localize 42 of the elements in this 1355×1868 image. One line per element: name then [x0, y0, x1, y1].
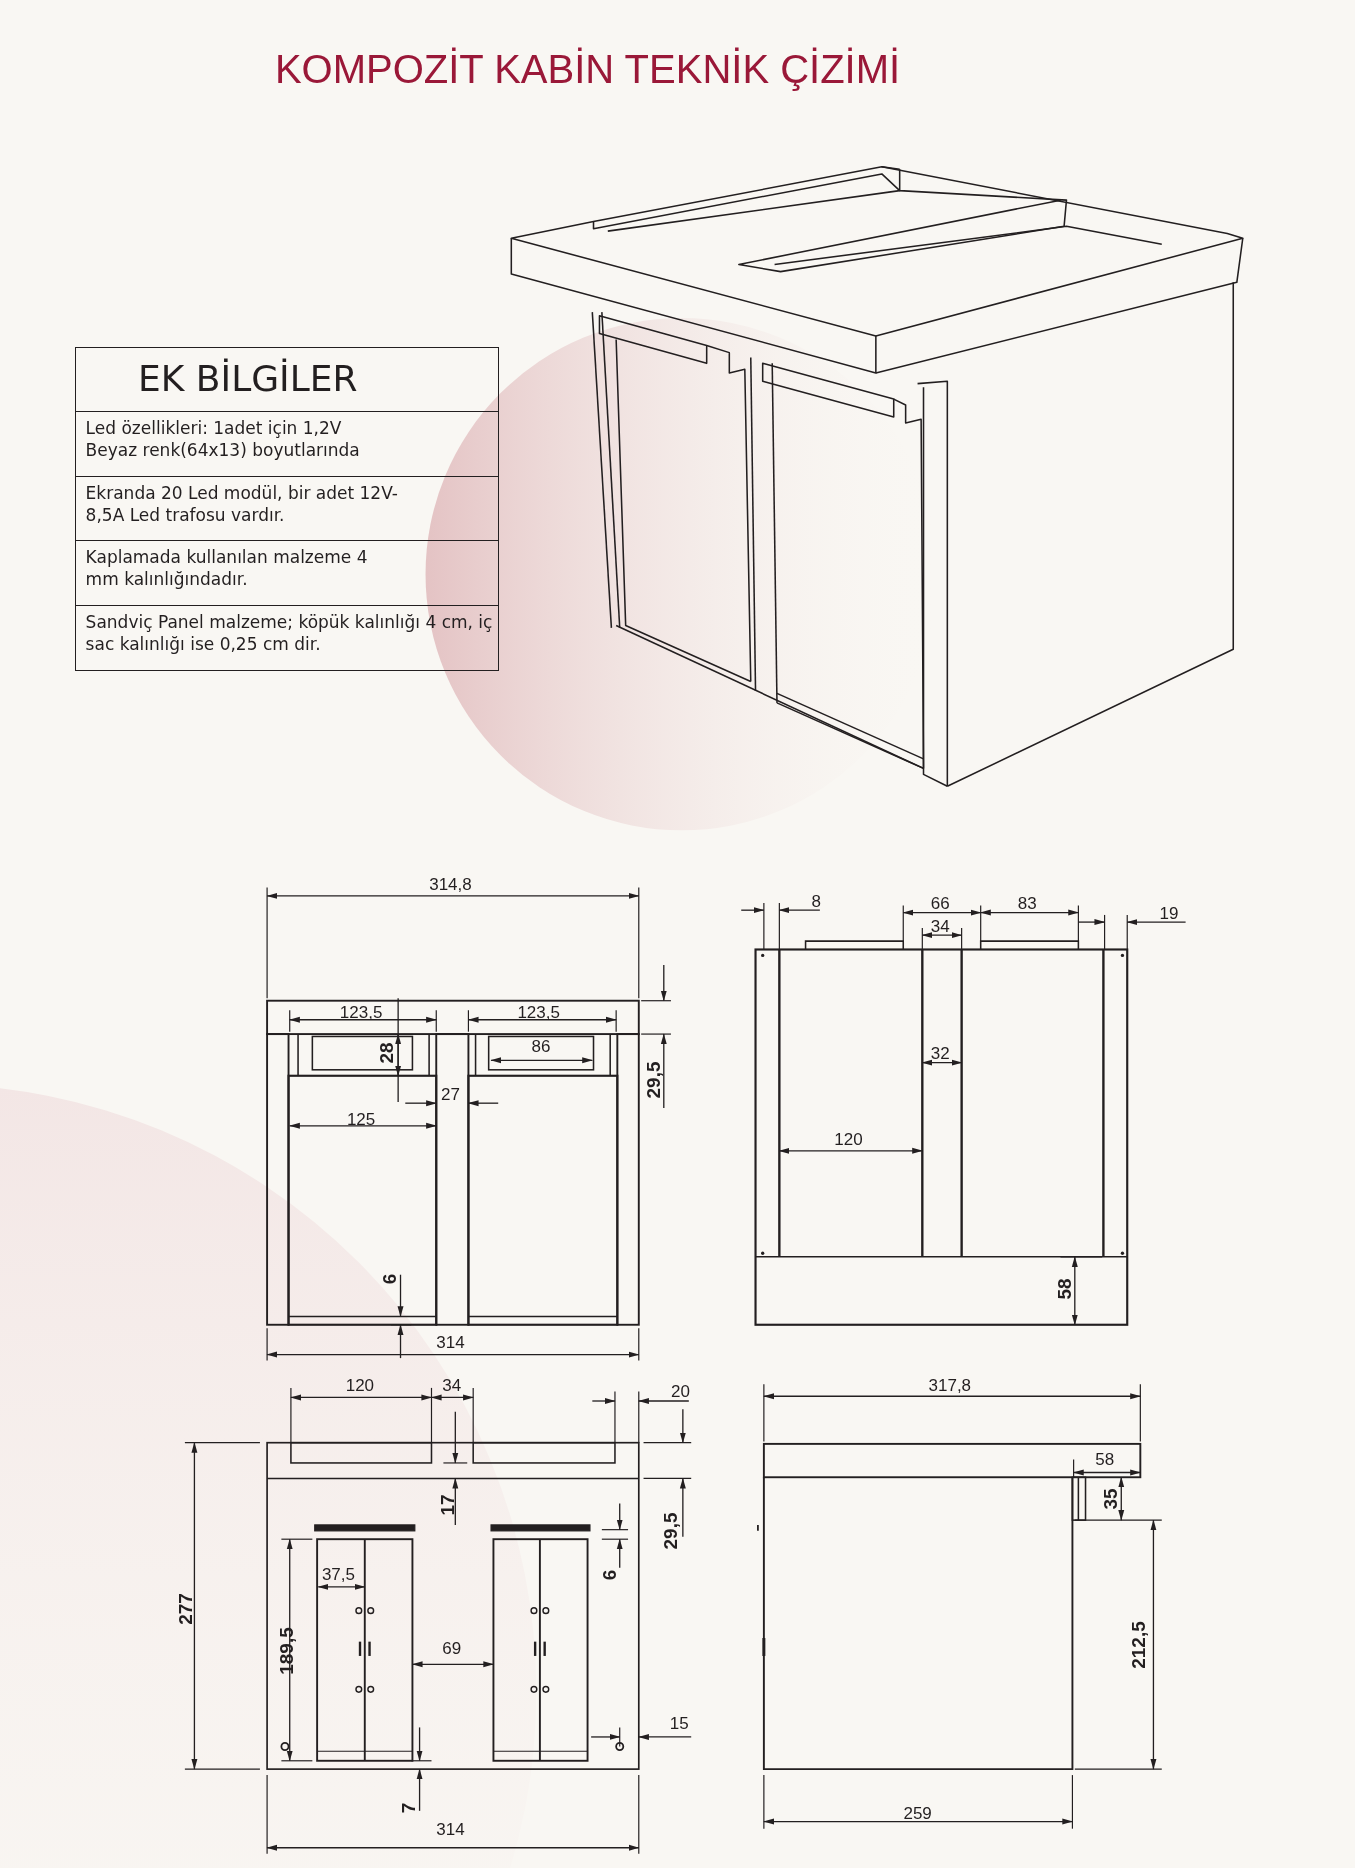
dimension-label: 28 [376, 1042, 396, 1065]
dimension-label: 123,5 [517, 1003, 560, 1021]
dimension-label: 69 [442, 1639, 462, 1657]
dimension-label: 86 [531, 1037, 551, 1055]
table-cell-text: Sandviç Panel malzeme; köpük kalınlığı 4 cm, iç sac kalınlığı ise 0,25 cm dir. [84, 610, 494, 656]
dimension-label: 277 [175, 1593, 195, 1625]
table-header: EK BİLGİLER [76, 347, 499, 413]
dimension-label: 34 [930, 917, 950, 935]
table-cell: Kaplamada kullanılan malzeme 4 mm kalınlığındadır. [76, 541, 499, 606]
dimension-label: 17 [437, 1494, 457, 1516]
dimension-label: 120 [345, 1376, 375, 1394]
dimension-label: 259 [903, 1804, 932, 1822]
dimension-label: 314 [436, 1820, 465, 1838]
dimension-label: 189,5 [276, 1626, 296, 1675]
dimension-label: 29,5 [660, 1512, 680, 1550]
dimension-label: 314,8 [429, 875, 472, 893]
dimension-label: 58 [1054, 1278, 1074, 1300]
dimension-label: 314 [436, 1333, 465, 1351]
dimension-label: 120 [834, 1130, 863, 1148]
dimension-label: 212,5 [1128, 1620, 1148, 1669]
dimension-label: 34 [442, 1376, 462, 1394]
table-cell: Led özellikleri: 1adet için 1,2V Beyaz renk(64x13) boyutlarında [76, 412, 499, 477]
dimension-label: 15 [669, 1714, 689, 1732]
dimension-label: 37,5 [321, 1565, 355, 1583]
table-cell: Ekranda 20 Led modül, bir adet 12V-8,5A Led trafosu vardır. [76, 476, 499, 542]
dimension-label: 29,5 [643, 1061, 663, 1099]
dimension-label: 8 [811, 892, 822, 910]
dimension-label: 6 [599, 1570, 619, 1581]
dimension-label: 83 [1017, 894, 1037, 912]
dimension-label: 66 [930, 894, 950, 912]
dimension-label: 317,8 [928, 1376, 972, 1394]
dimension-label: 6 [379, 1273, 398, 1284]
dimension-label: 19 [1159, 904, 1179, 922]
dimension-label: 35 [1100, 1488, 1119, 1510]
dimension-label: 7 [398, 1802, 418, 1814]
dimension-label: 58 [1095, 1450, 1115, 1468]
dimension-label: 123,5 [339, 1003, 383, 1021]
dimension-label: 20 [671, 1382, 690, 1400]
title: KOMPOZİT KABİN TEKNİK ÇİZİMİ [274, 49, 901, 90]
dimension-label: 27 [441, 1085, 460, 1103]
dimension-label: 32 [930, 1045, 950, 1062]
dimension-label: 125 [346, 1110, 376, 1128]
